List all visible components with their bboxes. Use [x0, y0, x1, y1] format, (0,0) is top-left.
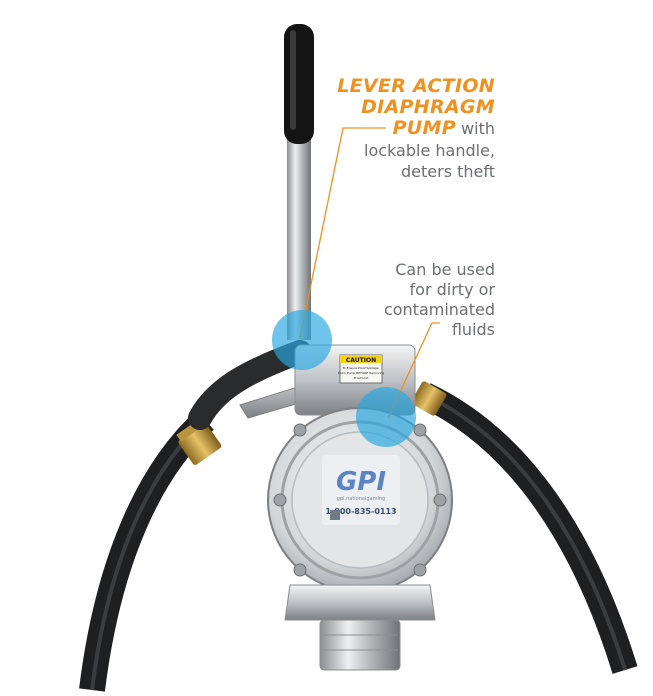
brand-tagline: gpi.nationalgaming	[337, 496, 385, 502]
callout-fluids-line-4: fluids	[451, 320, 495, 339]
brand-decal	[322, 455, 400, 525]
caution-line-2: Drain Pump BEFORE Removing	[338, 371, 385, 375]
handle-rod	[287, 120, 311, 340]
callout-fluids-line-1: Can be used	[395, 260, 495, 279]
callout-lever-line-2: DIAPHRAGM	[361, 96, 495, 118]
caution-title: CAUTION	[346, 357, 376, 364]
callout-lever-with: with	[455, 119, 495, 138]
outlet-brass-fitting	[411, 381, 447, 416]
outlet-hose	[419, 383, 638, 674]
outlet-hose-highlight	[424, 393, 627, 671]
callout-fluids-line-3: contaminated	[383, 300, 495, 319]
phone-number: 1-800-835-0113	[325, 507, 396, 516]
inlet-hose	[79, 410, 214, 692]
leader-line-fluids	[387, 322, 440, 419]
caution-label: CAUTION To Ensure Proof Spillage, Drain …	[338, 354, 385, 384]
caution-line-3: Proof Unit	[354, 376, 370, 380]
qr-code	[330, 510, 340, 520]
callout-lever-line-3: PUMP with	[337, 118, 495, 140]
callout-fluids-line-2: for dirty or	[409, 280, 495, 299]
housing-bolts	[273, 423, 447, 577]
brand-logo: GPI	[336, 467, 386, 497]
marker-inlet-port	[356, 387, 416, 447]
pump-outlet-neck	[319, 619, 401, 671]
callout-lever-action: LEVER ACTION DIAPHRAGM PUMP with lockabl…	[337, 76, 495, 182]
caution-line-1: To Ensure Proof Spillage,	[342, 366, 380, 370]
callout-lever-line-1: LEVER ACTION	[337, 75, 495, 97]
callout-lever-pump: PUMP	[392, 117, 456, 139]
handle-grip	[284, 24, 314, 144]
callout-lever-line-5: deters theft	[401, 162, 495, 181]
pump-base	[284, 584, 436, 621]
leader-line-lever	[299, 127, 386, 339]
callout-lever-line-4: lockable handle,	[364, 141, 495, 160]
callout-fluids: Can be used for dirty or contaminated fl…	[384, 260, 495, 340]
marker-lever-pivot	[272, 310, 332, 370]
